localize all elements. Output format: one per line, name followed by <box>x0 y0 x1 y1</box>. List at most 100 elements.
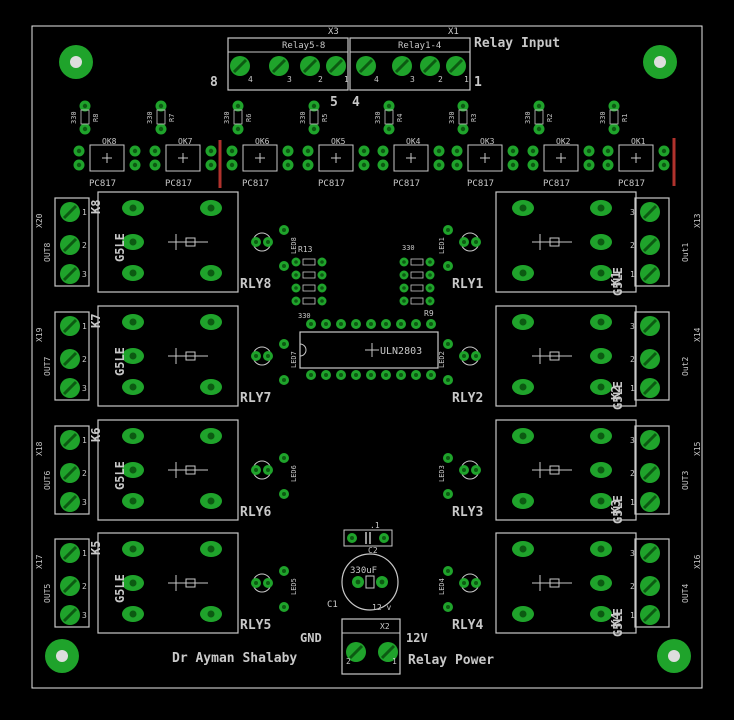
resistor-value: 330 <box>524 111 532 124</box>
resistor-pad <box>308 123 320 135</box>
resistor-array-value: 330 <box>298 312 311 320</box>
resistor-pad <box>279 566 289 576</box>
resistor-ref: R5 <box>321 114 329 122</box>
resistor-ref: R4 <box>396 114 404 122</box>
relay-part-label: G5LE <box>611 381 625 410</box>
opto-pad <box>226 145 238 157</box>
led-pad <box>263 351 273 361</box>
opto-pad <box>226 159 238 171</box>
resistor-ref: R1 <box>621 114 629 122</box>
led-ref: LED4 <box>438 578 446 595</box>
gnd-label: GND <box>300 631 322 645</box>
pin1-label: 1 <box>474 75 482 90</box>
led-ref: LED8 <box>290 237 298 254</box>
opto-pad <box>302 145 314 157</box>
status-led <box>251 460 273 480</box>
output-pin-number: 2 <box>82 582 87 591</box>
resistor-pad <box>317 283 327 293</box>
cap-pad <box>379 533 389 543</box>
relay-pad <box>122 606 144 622</box>
resistor-pad <box>443 339 453 349</box>
relay-pad <box>512 314 534 330</box>
driver-part-label: ULN2803 <box>380 346 422 357</box>
resistor-value: 330 <box>146 111 154 124</box>
ic-pad <box>396 370 406 380</box>
output-label: Out1 <box>681 243 690 262</box>
resistor-pad <box>291 283 301 293</box>
relay-pad <box>590 379 612 395</box>
resistor-array-ref: R9 <box>424 309 434 318</box>
status-led <box>251 346 273 366</box>
relay-ref: K6 <box>89 428 103 442</box>
opto-pad <box>205 145 217 157</box>
output-label: OUT8 <box>43 243 52 262</box>
ic-pad <box>366 319 376 329</box>
resistor-pad <box>443 602 453 612</box>
output-pin-number: 3 <box>82 384 87 393</box>
output-terminal-pad <box>640 349 660 369</box>
resistor-pad <box>317 296 327 306</box>
power-terminal-pad <box>378 642 398 662</box>
relay-pad <box>590 234 612 250</box>
relay-name: RLY4 <box>452 618 483 633</box>
relay-pad <box>512 493 534 509</box>
output-terminal-pad <box>60 430 80 450</box>
12v-label: 12V <box>406 631 428 645</box>
opto-pad <box>302 159 314 171</box>
led-pad <box>263 237 273 247</box>
output-pin-number: 3 <box>630 549 635 558</box>
relay-ref: K3 <box>609 500 623 514</box>
relay-name: RLY3 <box>452 505 483 520</box>
status-led <box>459 346 481 366</box>
led-pad <box>459 351 469 361</box>
c2-ref: C2 <box>368 546 378 555</box>
terminal-ref: X15 <box>693 441 702 456</box>
led-pad <box>459 465 469 475</box>
uln2803-driver-ic: ULN2803 <box>299 319 439 380</box>
output-terminal-pad <box>60 316 80 336</box>
opto-pad <box>658 145 670 157</box>
resistor-pad <box>533 100 545 112</box>
relay-name: RLY5 <box>240 618 271 633</box>
output-pin-number: 3 <box>82 498 87 507</box>
opto-pad <box>377 159 389 171</box>
author-label: Dr Ayman Shalaby <box>172 651 297 666</box>
input-header-relay58: X3 Relay5-8 <box>227 27 349 91</box>
terminal-pin-number: 4 <box>374 75 379 84</box>
resistor-value: 330 <box>448 111 456 124</box>
opto-pad <box>527 159 539 171</box>
relay-pad <box>200 541 222 557</box>
output-terminal-pad <box>640 264 660 284</box>
terminal-ref: X18 <box>35 441 44 456</box>
relay-pad <box>590 606 612 622</box>
led-ref: LED3 <box>438 465 446 482</box>
relay-pad <box>122 493 144 509</box>
output-terminal-pad <box>640 463 660 483</box>
terminal-pin-number: 3 <box>410 75 415 84</box>
x2-ref: X2 <box>380 622 390 631</box>
resistor-pad <box>279 261 289 271</box>
resistor-ref: R6 <box>245 114 253 122</box>
resistor-pad <box>279 339 289 349</box>
ic-pad <box>351 370 361 380</box>
resistor-pad <box>155 100 167 112</box>
output-pin-number: 1 <box>630 270 635 279</box>
output-pin-number: 1 <box>82 322 87 331</box>
c2-value: .1 <box>370 521 380 530</box>
output-label: OUT4 <box>681 584 690 603</box>
terminal-ref: X20 <box>35 213 44 228</box>
resistor-pad <box>533 123 545 135</box>
resistor-pad <box>232 100 244 112</box>
relay-pad <box>590 493 612 509</box>
output-label: OUT5 <box>43 584 52 603</box>
resistor-pad <box>425 296 435 306</box>
led-pad <box>251 351 261 361</box>
